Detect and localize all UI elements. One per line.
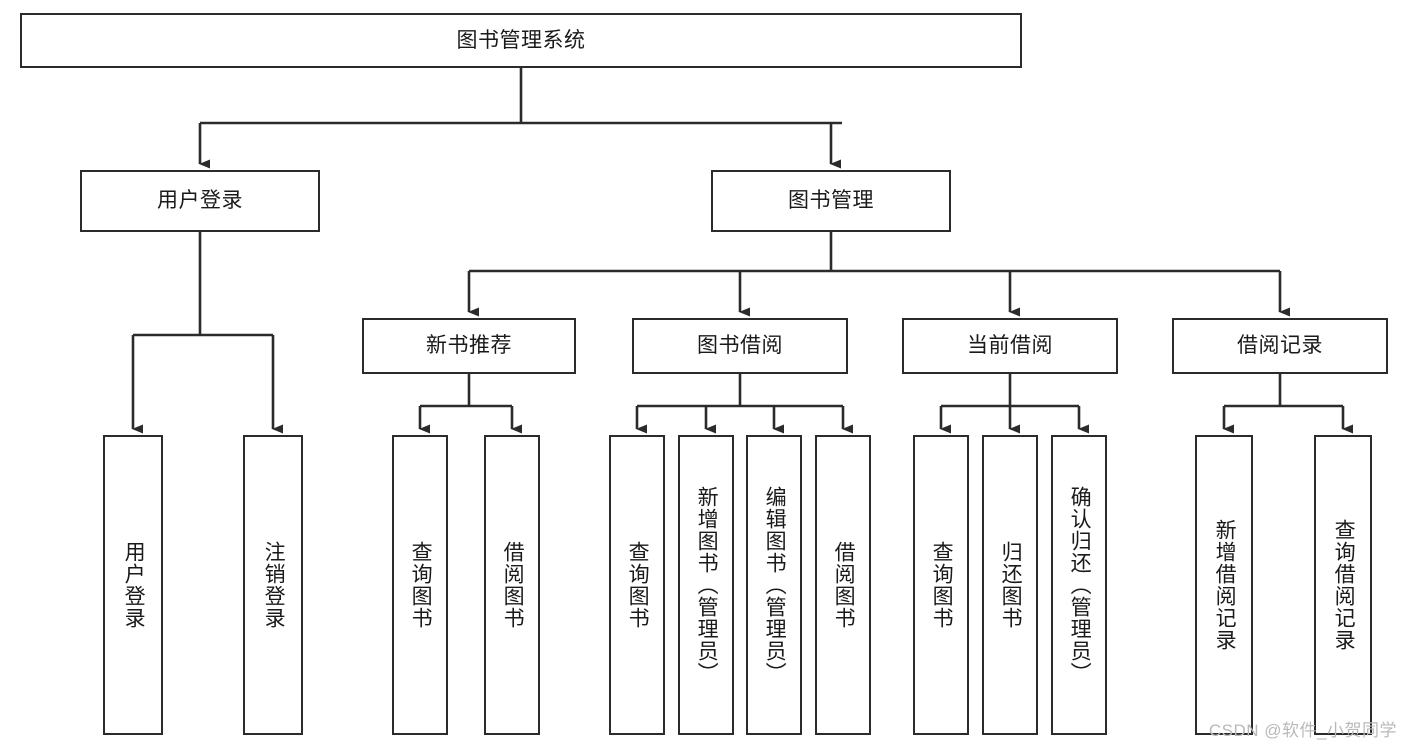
node-root-book-management-system[interactable]: 图书管理系统 xyxy=(20,13,1022,68)
node-label: 查询图书 xyxy=(930,541,954,629)
node-current-borrow[interactable]: 当前借阅 xyxy=(902,318,1118,374)
node-label: 编辑图书（管理员） xyxy=(763,486,787,684)
node-label: 借阅记录 xyxy=(1237,334,1323,358)
node-new-book-recommend[interactable]: 新书推荐 xyxy=(362,318,576,374)
node-label: 注销登录 xyxy=(262,541,286,629)
node-leaf-borrow-book-1[interactable]: 借阅图书 xyxy=(484,435,540,735)
node-label: 新书推荐 xyxy=(426,334,512,358)
node-label: 查询借阅记录 xyxy=(1332,519,1356,651)
node-user-login[interactable]: 用户登录 xyxy=(80,170,320,232)
node-label: 确认归还（管理员） xyxy=(1068,486,1092,684)
node-label: 借阅图书 xyxy=(501,541,525,629)
node-label: 新增图书（管理员） xyxy=(695,486,719,684)
node-label: 用户登录 xyxy=(122,541,146,629)
node-label: 用户登录 xyxy=(157,189,243,213)
node-label: 查询图书 xyxy=(409,541,433,629)
node-leaf-add-borrow-record[interactable]: 新增借阅记录 xyxy=(1195,435,1253,735)
node-leaf-borrow-book-2[interactable]: 借阅图书 xyxy=(815,435,871,735)
node-book-borrow[interactable]: 图书借阅 xyxy=(632,318,848,374)
node-label: 借阅图书 xyxy=(832,541,856,629)
node-label: 图书管理系统 xyxy=(456,28,586,52)
node-label: 归还图书 xyxy=(999,541,1023,629)
node-leaf-confirm-return[interactable]: 确认归还（管理员） xyxy=(1051,435,1107,735)
node-leaf-query-borrow-record[interactable]: 查询借阅记录 xyxy=(1314,435,1372,735)
node-leaf-user-login[interactable]: 用户登录 xyxy=(103,435,163,735)
node-leaf-query-book-1[interactable]: 查询图书 xyxy=(392,435,448,735)
node-leaf-edit-book[interactable]: 编辑图书（管理员） xyxy=(746,435,802,735)
node-leaf-query-book-2[interactable]: 查询图书 xyxy=(609,435,665,735)
node-label: 查询图书 xyxy=(626,541,650,629)
node-leaf-add-book[interactable]: 新增图书（管理员） xyxy=(678,435,734,735)
node-book-management[interactable]: 图书管理 xyxy=(711,170,951,232)
node-leaf-query-book-3[interactable]: 查询图书 xyxy=(913,435,969,735)
node-label: 图书管理 xyxy=(788,189,874,213)
node-leaf-logout-login[interactable]: 注销登录 xyxy=(243,435,303,735)
node-label: 图书借阅 xyxy=(697,334,783,358)
node-borrow-record[interactable]: 借阅记录 xyxy=(1172,318,1388,374)
node-label: 新增借阅记录 xyxy=(1213,519,1237,651)
node-leaf-return-book[interactable]: 归还图书 xyxy=(982,435,1038,735)
node-label: 当前借阅 xyxy=(967,334,1053,358)
